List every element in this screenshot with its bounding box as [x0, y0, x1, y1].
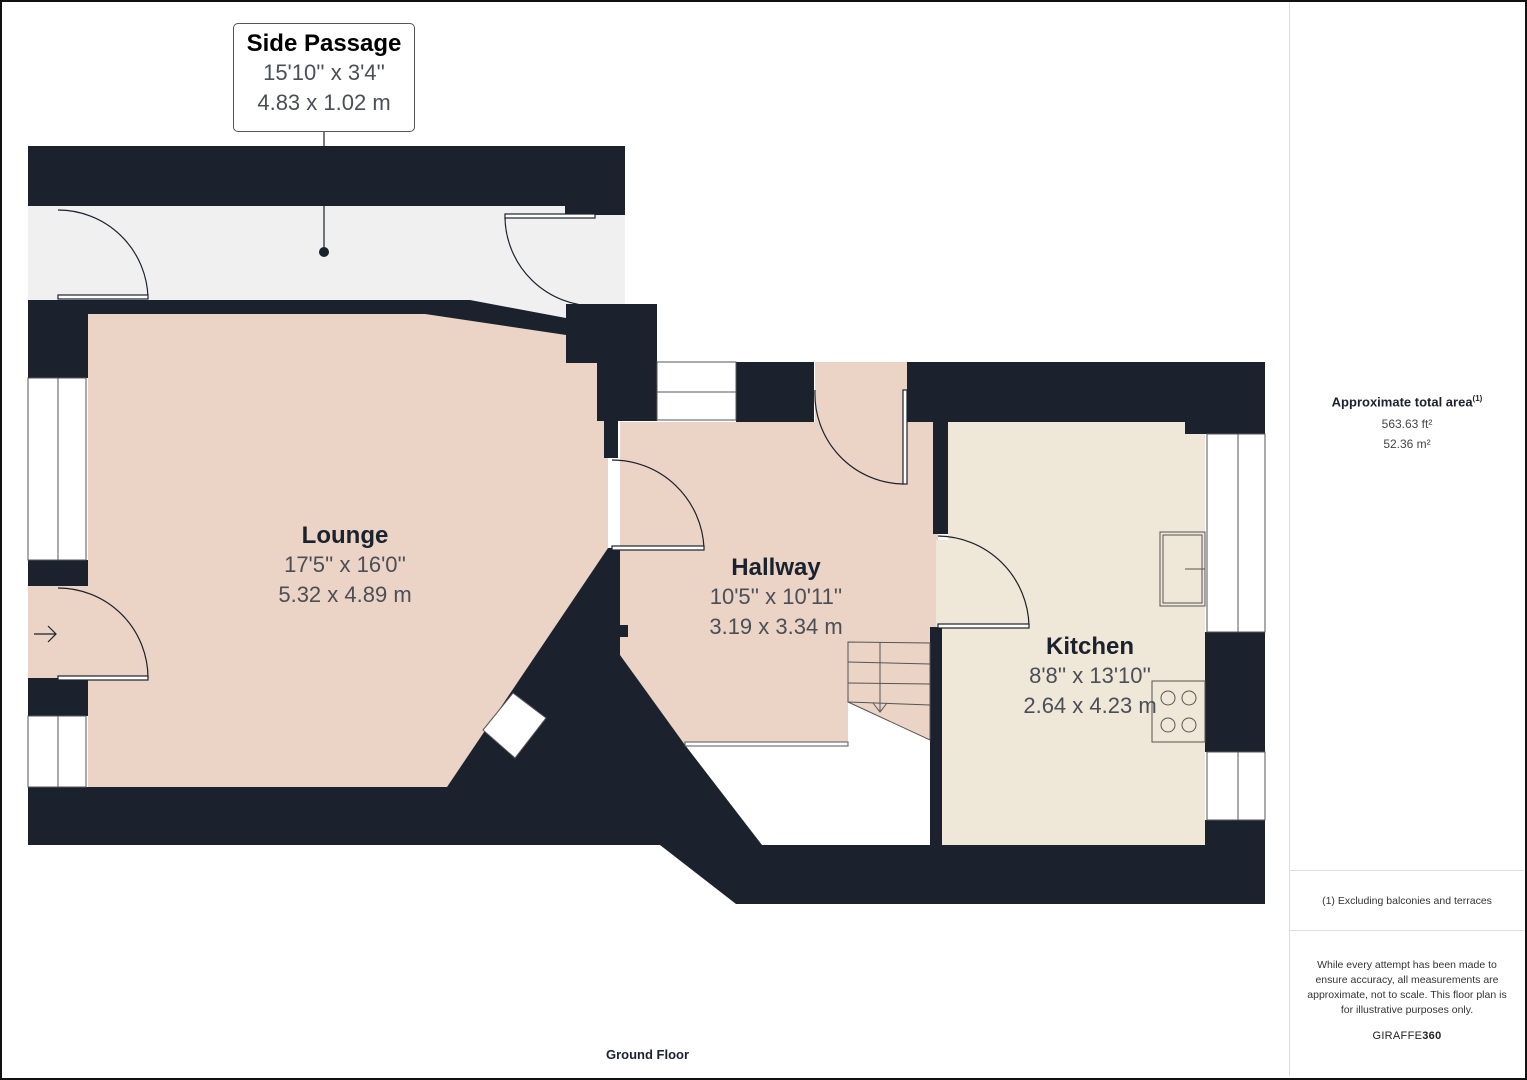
entrance-arrow-icon	[34, 625, 57, 643]
floor-plan	[27, 130, 1266, 904]
room-dim-metric: 2.64 x 4.23 m	[1023, 693, 1157, 718]
room-label-kitchen: Kitchen 8'8'' x 13'10'' 2.64 x 4.23 m	[990, 633, 1190, 721]
total-area-block: Approximate total area(1) 563.63 ft² 52.…	[1290, 394, 1524, 451]
lounge-area	[88, 314, 608, 787]
floor-label: Ground Floor	[605, 1047, 690, 1062]
brand-bold: 360	[1422, 1030, 1442, 1042]
kitchen-area	[936, 422, 1205, 845]
room-dim-metric: 5.32 x 4.89 m	[278, 582, 412, 607]
room-label-hallway: Hallway 10'5'' x 10'11'' 3.19 x 3.34 m	[676, 554, 876, 642]
area-title: Approximate total area(1)	[1290, 394, 1524, 409]
area-title-text: Approximate total area	[1331, 394, 1473, 410]
fireplace	[482, 692, 547, 759]
walls	[28, 146, 1265, 904]
doors	[57, 209, 1030, 681]
room-dim-metric: 3.19 x 3.34 m	[709, 614, 843, 639]
room-name: Lounge	[301, 522, 389, 549]
room-dim-metric: 4.83 x 1.02 m	[257, 90, 391, 115]
room-dim-imperial: 17'5'' x 16'0''	[284, 552, 406, 577]
divider	[1290, 930, 1524, 931]
area-sqm: 52.36 m²	[1383, 437, 1431, 452]
stairs	[684, 641, 931, 747]
room-dim-imperial: 15'10'' x 3'4''	[263, 60, 385, 85]
info-sidebar: Approximate total area(1) 563.63 ft² 52.…	[1289, 2, 1524, 1076]
disclaimer: While every attempt has been made to ens…	[1307, 959, 1507, 1016]
room-dim-imperial: 10'5'' x 10'11''	[709, 584, 843, 609]
area-sqft: 563.63 ft²	[1381, 417, 1433, 432]
footnote: (1) Excluding balconies and terraces	[1322, 895, 1492, 907]
footnote-marker: (1)	[1472, 394, 1483, 403]
room-name: Hallway	[731, 554, 821, 581]
room-name: Kitchen	[1045, 633, 1134, 660]
room-dim-imperial: 8'8'' x 13'10''	[1029, 663, 1151, 688]
divider	[1290, 870, 1524, 871]
windows	[27, 361, 1266, 821]
brand-light: GIRAFFE	[1372, 1030, 1423, 1042]
kitchen-sink-icon	[1159, 531, 1206, 607]
brand-logo: GIRAFFE360	[1290, 1030, 1524, 1042]
room-callout-side-passage: Side Passage 15'10'' x 3'4'' 4.83 x 1.02…	[233, 23, 415, 132]
room-name: Side Passage	[246, 30, 402, 57]
hob-icon	[1151, 680, 1206, 743]
room-label-lounge: Lounge 17'5'' x 16'0'' 5.32 x 4.89 m	[245, 522, 445, 610]
side-passage-marker	[319, 247, 329, 257]
